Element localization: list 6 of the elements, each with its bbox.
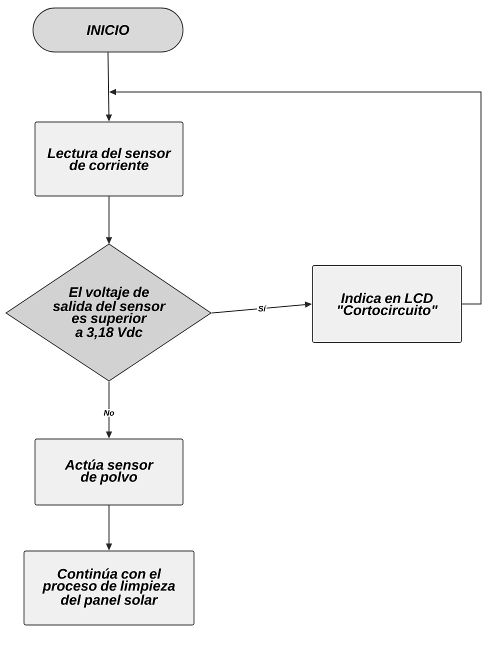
edge-label: Sí xyxy=(257,304,267,312)
process-box: Lectura del sensor de corriente xyxy=(34,122,184,196)
process-box: Indica en LCD "Cortocircuito" xyxy=(312,265,462,343)
process-box: Actúa sensor de polvo xyxy=(34,438,184,506)
edge-label: No xyxy=(102,409,116,417)
process-box: Continúa con el proceso de limpieza del panel solar xyxy=(24,550,194,626)
